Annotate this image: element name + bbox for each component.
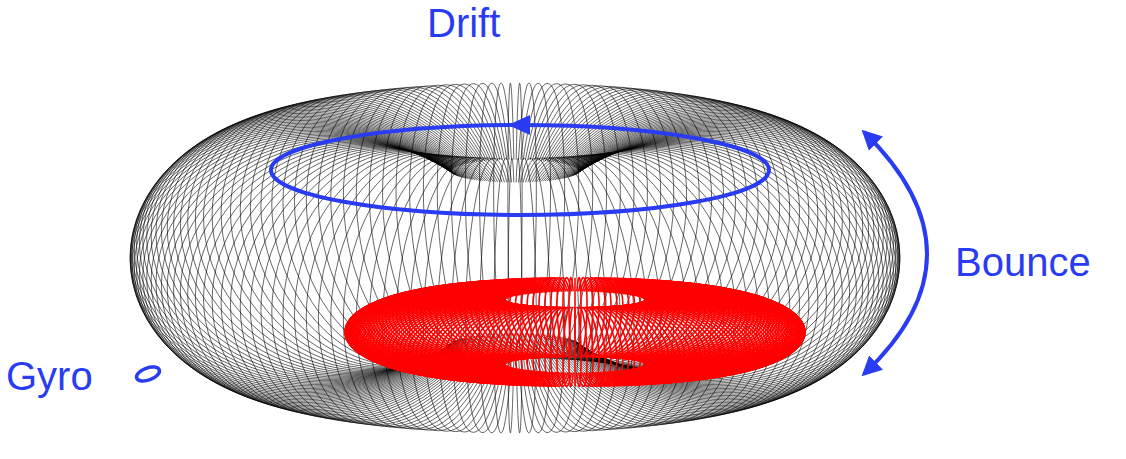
field-line: [569, 143, 843, 412]
field-line: [532, 157, 620, 431]
belt-line: [569, 308, 573, 387]
field-line: [528, 158, 593, 432]
field-line: [230, 148, 468, 418]
field-line: [575, 137, 879, 404]
drift-arrowhead: [508, 115, 530, 135]
field-line: [578, 126, 900, 393]
field-line: [560, 149, 790, 420]
field-line: [530, 158, 607, 432]
belt-line: [644, 295, 805, 369]
bounce-arrow: [864, 132, 927, 374]
field-line-shell: [130, 83, 900, 433]
field-line: [577, 118, 893, 385]
field-line: [525, 158, 578, 432]
motion-label: Drift: [427, 3, 500, 43]
belt-line: [644, 296, 804, 370]
inner-belt: [345, 278, 805, 387]
field-line: [553, 152, 747, 424]
field-line: [568, 144, 835, 413]
field-line: [566, 145, 826, 414]
belt-line: [644, 296, 804, 370]
field-line: [572, 140, 863, 408]
field-line: [565, 146, 818, 416]
field-line: [563, 147, 809, 417]
drift-path: [271, 125, 769, 215]
field-line: [570, 142, 850, 411]
field-line: [562, 148, 800, 418]
field-line: [577, 116, 891, 383]
field-line: [576, 134, 887, 401]
motion-label: Gyro: [6, 356, 93, 396]
motion-label: Bounce: [955, 242, 1091, 282]
field-line: [573, 139, 869, 407]
belt-line: [574, 308, 576, 387]
field-line: [555, 151, 758, 422]
field-line: [574, 138, 874, 406]
field-line: [523, 158, 565, 432]
field-line: [577, 133, 891, 400]
gyro-orbit: [135, 364, 162, 383]
field-line: [549, 153, 723, 425]
